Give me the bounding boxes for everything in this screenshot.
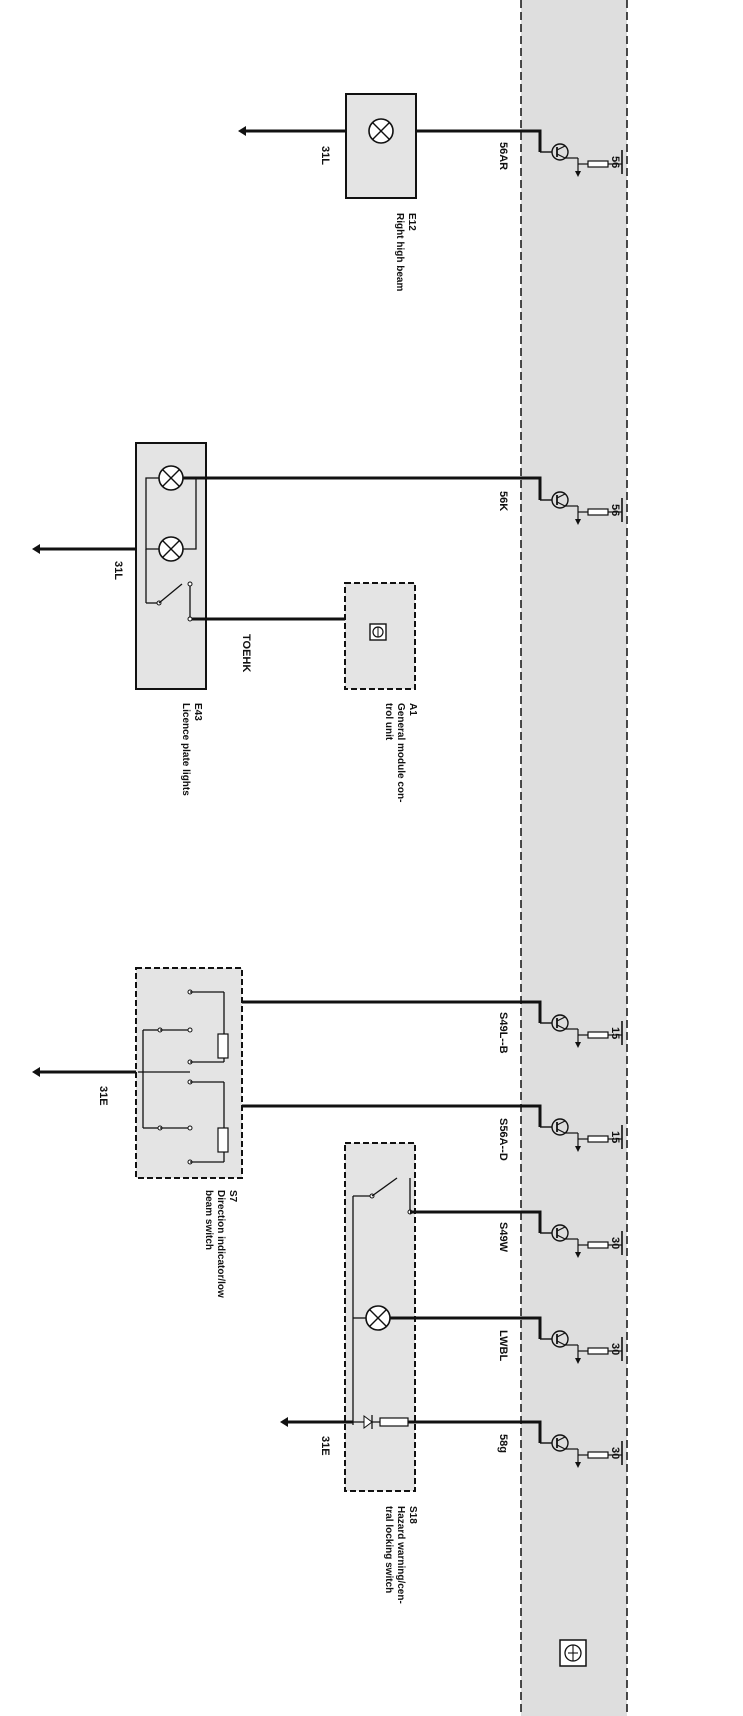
a1-id: A1 (407, 703, 418, 716)
a1-general-module-control-unit: A1 General module con- trol unit (344, 582, 418, 802)
control-module-icon (559, 1639, 587, 1667)
ground-label: 31E (97, 1086, 109, 1106)
ground-label: 31E (319, 1436, 331, 1456)
ground-icon (238, 126, 246, 136)
wire-label-s49w: S49W (497, 1222, 509, 1253)
ground-label: 31L (319, 146, 331, 165)
wire-label-lwbl: LWBL (497, 1330, 509, 1361)
e43-id: E43 (192, 703, 203, 721)
wire-label-58g: 58g (497, 1434, 509, 1453)
e12-name: Right high beam (394, 213, 405, 291)
a1-name-line2: trol unit (383, 703, 394, 741)
a1-name-line1: General module con- (395, 703, 406, 802)
e43-name: Licence plate lights (180, 703, 191, 796)
output-pin-label: 15 (609, 1131, 621, 1143)
e12-right-high-beam: 31L 56AR E12 Right high beam (238, 93, 540, 291)
s7-direction-indicator-low-beam-switch: 31E S49L--B S56A--D S7 Direction indicat… (32, 967, 540, 1298)
ground-icon (32, 1067, 40, 1077)
ground-label: 31L (112, 561, 124, 580)
output-pin-label: 30 (609, 1447, 621, 1459)
wire-label-toehk: TOEHK (240, 634, 252, 672)
wire-label-56ar: 56AR (497, 142, 509, 170)
ground-icon (32, 544, 40, 554)
wire-label-56k: 56K (497, 491, 509, 511)
s7-name-line1: Direction indicator/low (215, 1190, 226, 1298)
s18-name-line2: tral locking switch (383, 1506, 394, 1593)
wire-label-s56ad: S56A--D (497, 1118, 509, 1161)
s18-name-line1: Hazard warning/cen- (395, 1506, 406, 1604)
e12-id: E12 (406, 213, 417, 231)
s7-name-line2: beam switch (203, 1190, 214, 1250)
ground-icon (280, 1417, 288, 1427)
output-pin-label: 30 (609, 1237, 621, 1249)
output-pin-label: 15 (609, 1027, 621, 1039)
e43-licence-plate-lights: 31L 56K TOEHK E43 Licence plate lights (32, 442, 540, 796)
output-pin-label: 56 (609, 156, 621, 168)
s18-hazard-warning-central-locking-switch: 31E S49W LWBL 58g S18 Hazard warning/cen… (280, 1142, 540, 1604)
wire-label-s49lb: S49L--B (497, 1012, 509, 1054)
output-pin-label: 56 (609, 504, 621, 516)
s18-id: S18 (407, 1506, 418, 1524)
s7-id: S7 (227, 1190, 238, 1203)
output-pin-label: 30 (609, 1343, 621, 1355)
